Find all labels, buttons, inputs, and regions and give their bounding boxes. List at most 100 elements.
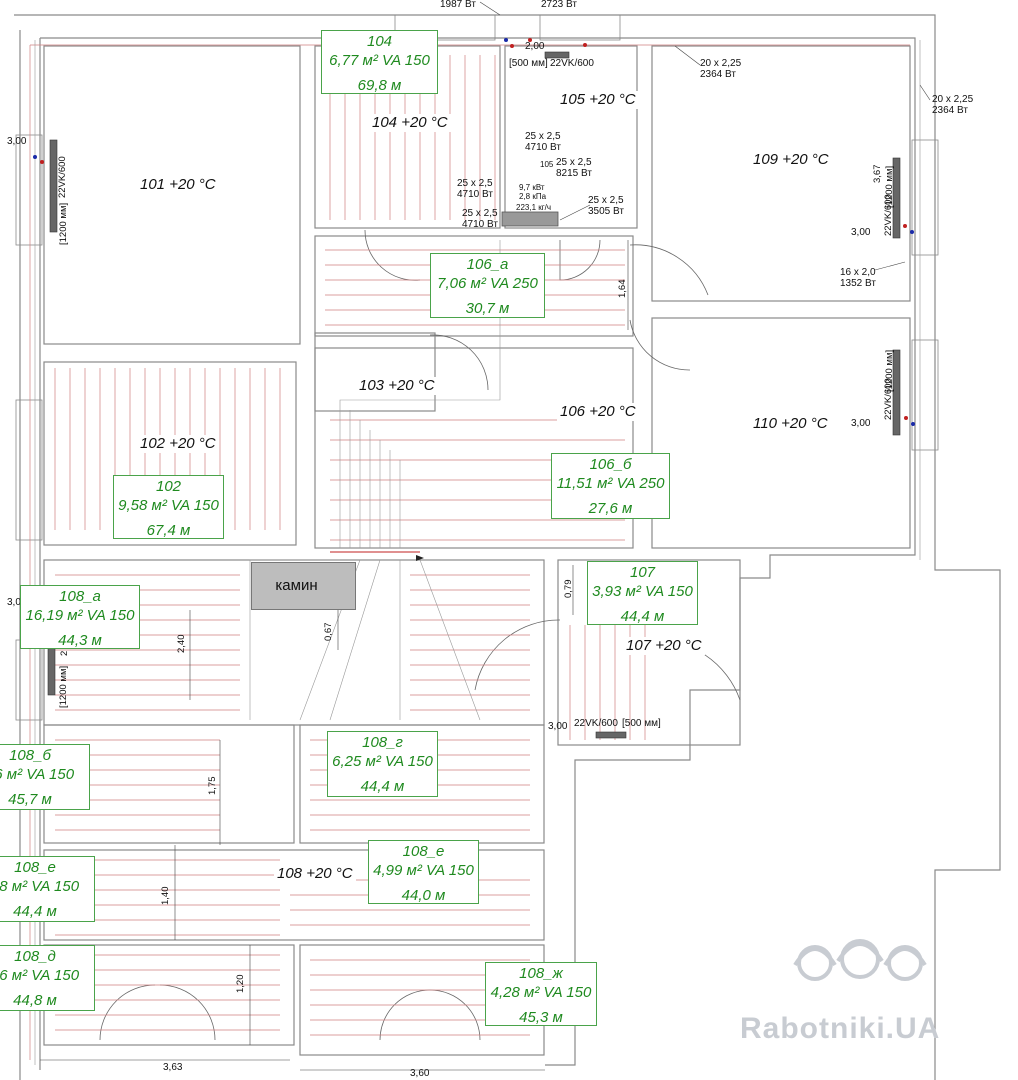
- room-label-108: 108 +20 °C: [274, 865, 356, 883]
- pipe-105-line1-power: 4710 Вт: [525, 142, 561, 153]
- zone-spec: 6,25 м² VA 150: [332, 753, 433, 770]
- zone-name: 106_а: [466, 256, 509, 273]
- zone-108e-left: 108_е 08 м² VA 150 44,4 м: [0, 856, 95, 922]
- room-label-109: 109 +20 °C: [750, 151, 832, 169]
- room-label-110: 110 +20 °C: [750, 415, 831, 433]
- dim-3-63: 3,63: [163, 1062, 183, 1073]
- watermark-text: Rabotniki.UA: [740, 1012, 941, 1045]
- fireplace: камин: [251, 562, 356, 610]
- zone-length: 30,7 м: [465, 300, 510, 317]
- dim-1-40: 1,40: [160, 886, 171, 906]
- zone-name: 108_б: [9, 747, 51, 764]
- zone-102: 102 9,58 м² VA 150 67,4 м: [113, 475, 224, 539]
- zone-length: 44,4 м: [13, 903, 57, 920]
- pipe-right-power: 2364 Вт: [932, 105, 968, 116]
- zone-name: 108_е: [402, 843, 445, 860]
- zone-length: 44,0 м: [401, 887, 446, 904]
- zone-name: 108_ж: [519, 965, 563, 982]
- pipe-left-1: 25 х 2,5: [457, 178, 493, 189]
- zone-spec: 36 м² VA 150: [0, 766, 75, 783]
- pipe-right: 20 х 2,25: [932, 94, 974, 105]
- dim-3-00-right-110: 3,00: [851, 418, 871, 429]
- dim-3-00-right-109: 3,00: [851, 227, 871, 238]
- boiler-flow: 223,1 кг/ч: [516, 203, 552, 212]
- zone-length: 44,8 м: [13, 992, 57, 1009]
- zone-name: 104: [366, 33, 393, 50]
- zone-spec: 11,51 м² VA 250: [556, 475, 665, 492]
- windows: [15, 14, 939, 721]
- zone-name: 108_д: [14, 948, 56, 965]
- zone-106b: 106_б 11,51 м² VA 250 27,6 м: [551, 453, 670, 519]
- zone-length: 27,6 м: [588, 500, 633, 517]
- zone-spec: 7,06 м² VA 250: [437, 275, 538, 292]
- dim-1-75: 1,75: [207, 776, 218, 796]
- radiator-107-model: 22VK/600: [574, 718, 618, 729]
- manifold-arrow: [416, 555, 424, 561]
- dim-1-64: 1,64: [617, 279, 628, 299]
- room-label-105: 105 +20 °C: [557, 91, 639, 109]
- room-label-107: 107 +20 °C: [623, 637, 705, 655]
- pipe-3505-power: 3505 Вт: [588, 206, 624, 217]
- zone-name: 106_б: [589, 456, 632, 473]
- zone-spec: 3,93 м² VA 150: [592, 583, 693, 600]
- zone-name: 102: [155, 478, 182, 495]
- radiator-101-model: 22VK/600: [57, 156, 68, 198]
- radiator-101-size: [1200 мм]: [58, 202, 69, 245]
- room-label-103: 103 +20 °C: [356, 377, 438, 395]
- dim-2: 2: [59, 650, 70, 656]
- zone-length: 45,3 м: [519, 1009, 563, 1026]
- pipe-1352-power: 1352 Вт: [840, 278, 876, 289]
- pipe-left-1-power: 4710 Вт: [457, 189, 493, 200]
- room-label-101: 101 +20 °C: [137, 176, 219, 194]
- dim-3-00-107: 3,00: [548, 721, 568, 732]
- dim-1-20: 1,20: [235, 974, 246, 994]
- pipe-8215-power: 8215 Вт: [556, 168, 592, 179]
- radiator-valves: [33, 38, 915, 426]
- zone-length: 44,3 м: [58, 632, 102, 649]
- dim-0-67: 0,67: [323, 622, 334, 642]
- zone-length: 67,4 м: [146, 522, 191, 539]
- zone-spec: 6,77 м² VA 150: [329, 52, 430, 69]
- boiler-power: 9,7 кВт: [519, 183, 545, 192]
- top-right-power: 2723 Вт: [541, 0, 577, 10]
- zone-spec: 08 м² VA 150: [0, 878, 80, 895]
- zone-108d: 108_д 36 м² VA 150 44,8 м: [0, 945, 95, 1011]
- watermark-logo-icon: [793, 939, 927, 981]
- zone-107: 107 3,93 м² VA 150 44,4 м: [587, 561, 698, 625]
- zone-108zh: 108_ж 4,28 м² VA 150 45,3 м: [485, 962, 597, 1026]
- radiator-top-model: 22VK/600: [550, 58, 594, 69]
- zone-name: 108_а: [59, 588, 101, 605]
- zone-spec: 9,58 м² VA 150: [118, 497, 219, 514]
- zone-length: 44,4 м: [620, 608, 665, 625]
- radiator-top-size: [500 мм]: [509, 58, 548, 69]
- dim-3-60: 3,60: [410, 1068, 430, 1079]
- pipe-left-2: 25 х 2,5: [462, 208, 498, 219]
- dim-3-00-left-top: 3,00: [7, 136, 27, 147]
- zone-spec: 16,19 м² VA 150: [25, 607, 135, 624]
- pipe-109: 20 х 2,25: [700, 58, 742, 69]
- label-105: 105: [540, 160, 554, 169]
- zone-length: 44,4 м: [360, 778, 405, 795]
- dim-3-67: 3,67: [872, 164, 883, 184]
- pipe-8215: 25 х 2,5: [556, 157, 592, 168]
- zone-spec: 4,99 м² VA 150: [373, 862, 474, 879]
- top-left-power: 1987 Вт: [440, 0, 476, 10]
- dim-2-40: 2,40: [176, 634, 187, 654]
- dim-3-00-left-108: 3,00: [7, 597, 27, 608]
- radiator-107-size: [500 мм]: [622, 718, 661, 729]
- pipe-left-2-power: 4710 Вт: [462, 219, 498, 230]
- zone-104: 104 6,77 м² VA 150 69,8 м: [321, 30, 438, 94]
- pipe-109-power: 2364 Вт: [700, 69, 736, 80]
- zone-spec: 4,28 м² VA 150: [490, 984, 592, 1001]
- boiler-unit: [501, 211, 559, 227]
- dim-0-79: 0,79: [563, 579, 574, 599]
- pipe-105-line1: 25 х 2,5: [525, 131, 561, 142]
- zone-spec: 36 м² VA 150: [0, 967, 80, 984]
- length-2-00: 2,00: [525, 41, 545, 52]
- radiator-108-size: [1200 мм]: [58, 665, 69, 708]
- zone-length: 45,7 м: [8, 791, 52, 808]
- pipe-3505: 25 х 2,5: [588, 195, 624, 206]
- boiler-pressure: 2,8 кПа: [519, 192, 547, 201]
